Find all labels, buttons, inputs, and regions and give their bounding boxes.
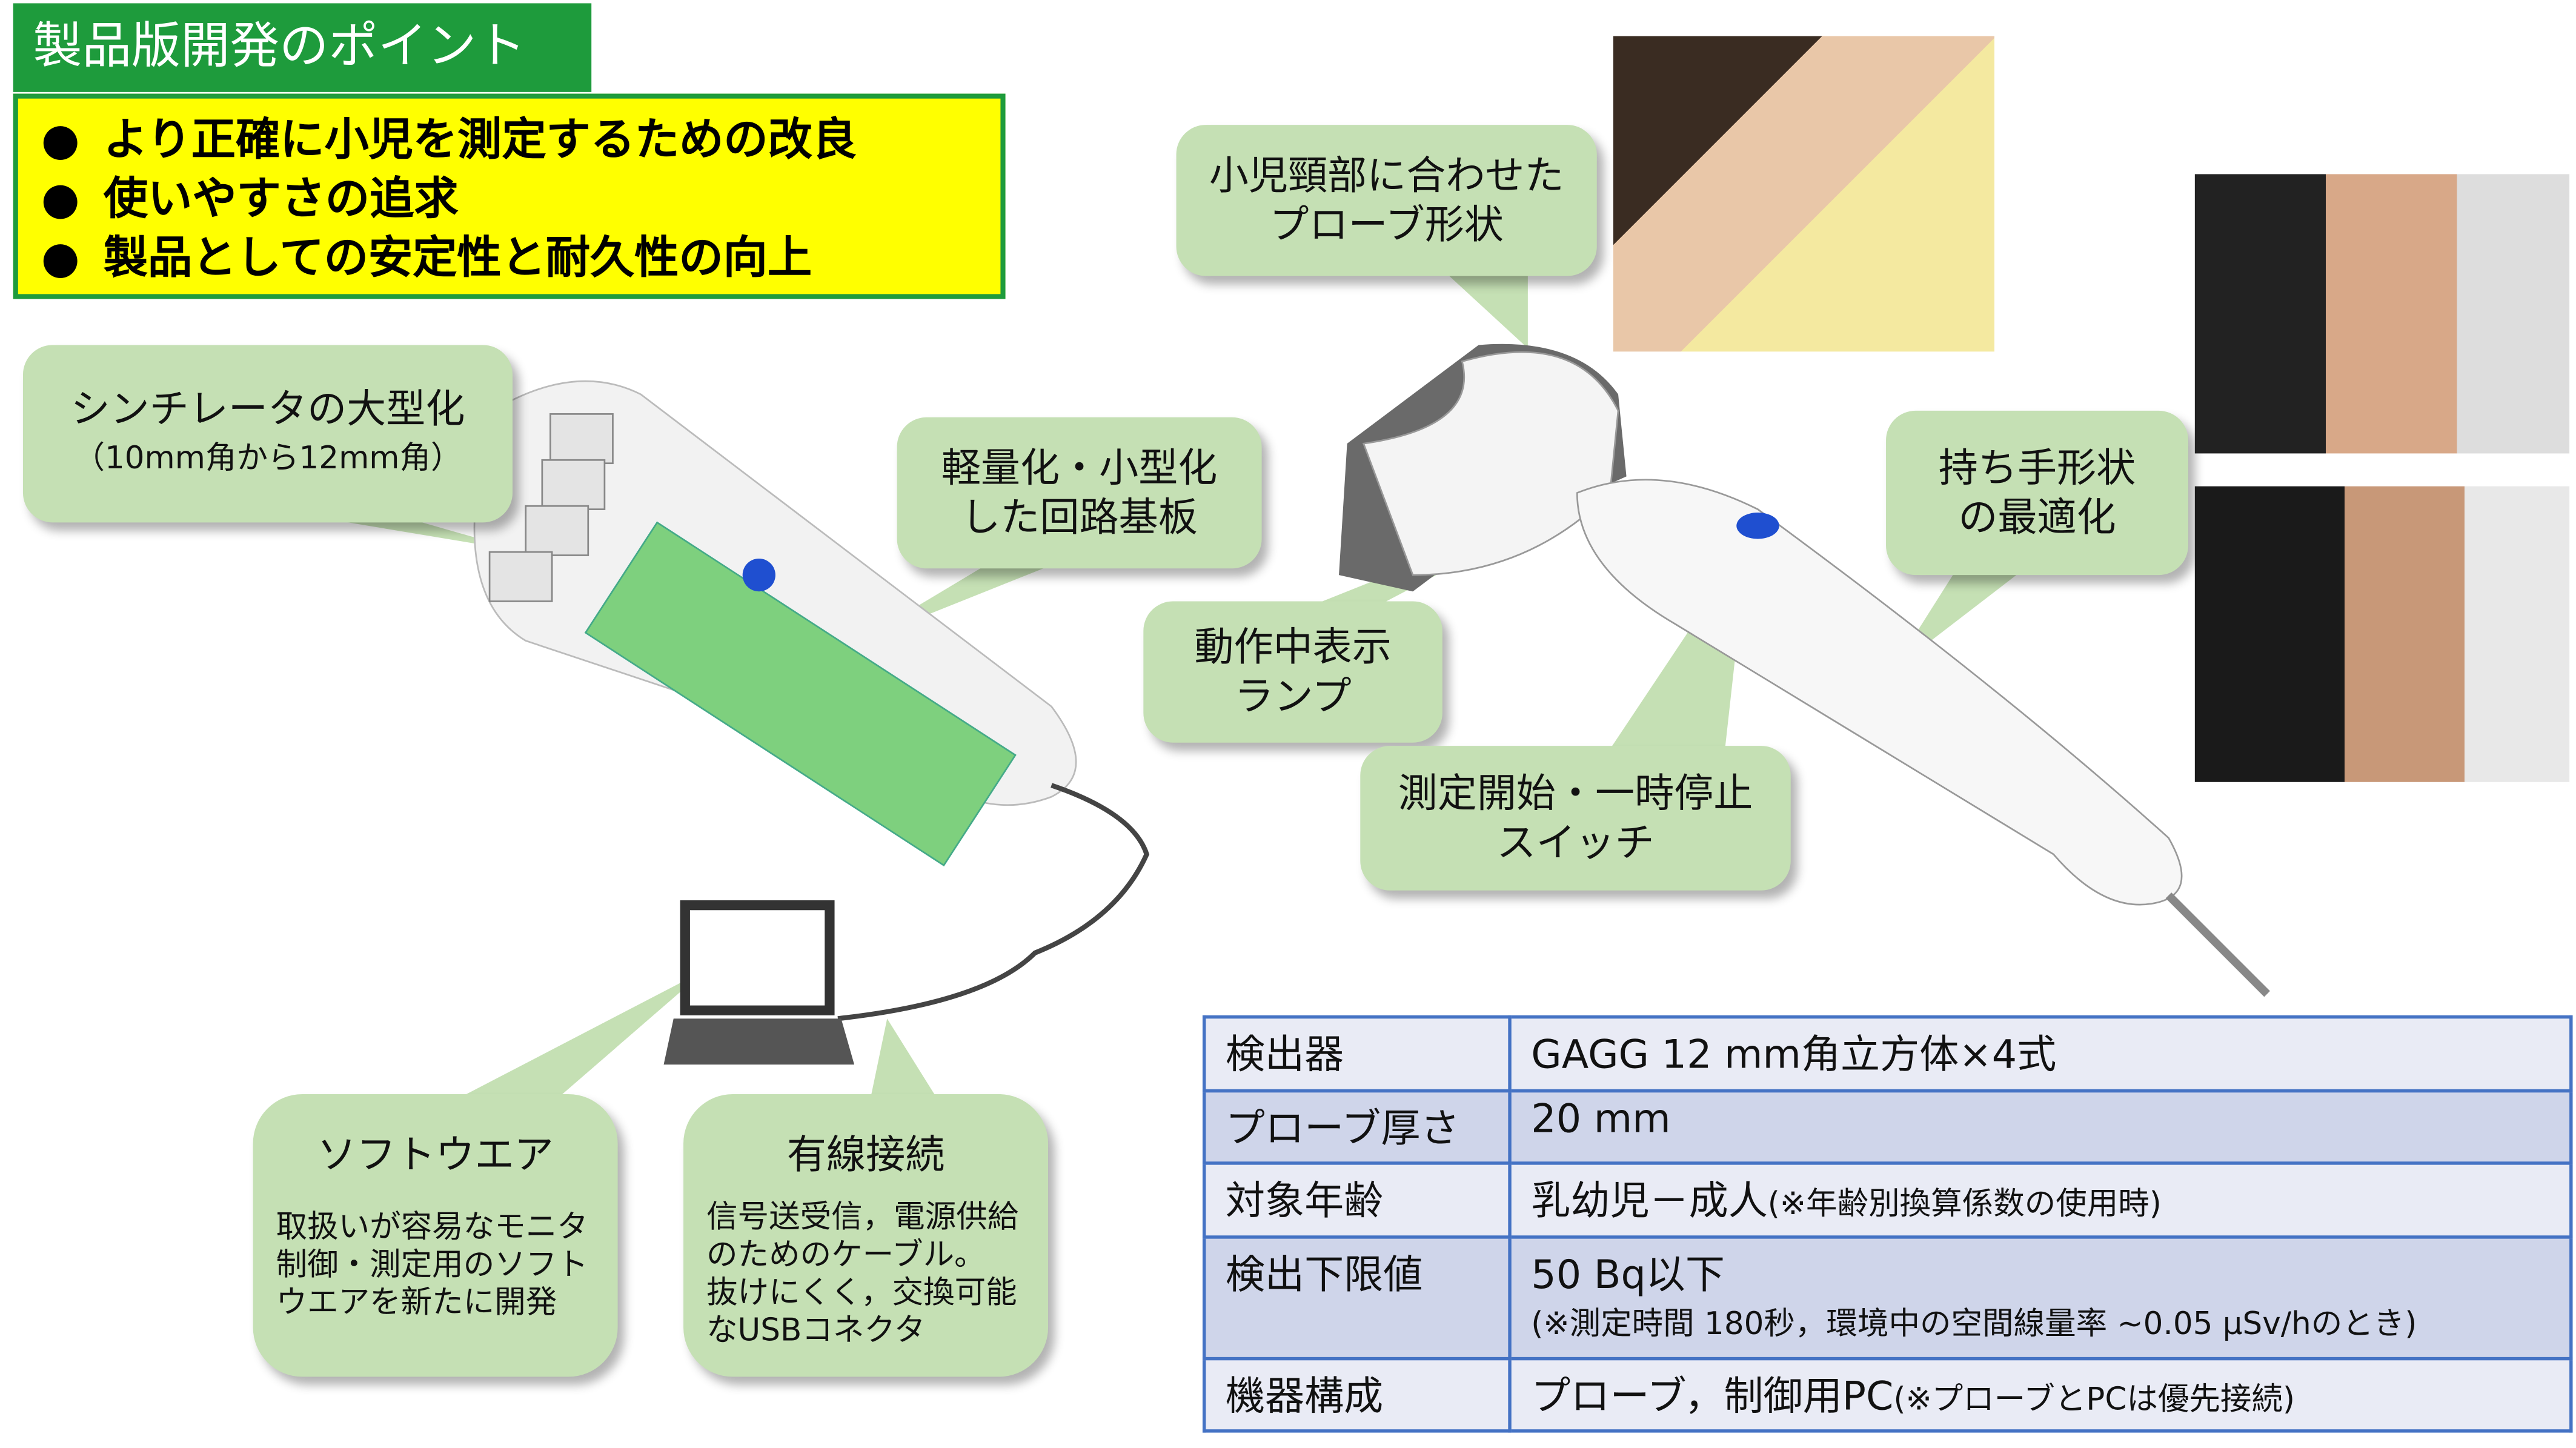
photo-infant-measurement (1613, 36, 1995, 352)
callout-scintillator: シンチレータの大型化 （10mm角から12mm角） (22, 345, 513, 523)
callout-probe-shape: 小児頸部に合わせた プローブ形状 (1176, 125, 1597, 276)
callout-line: ウエアを新たに開発 (276, 1284, 557, 1321)
point-text: 製品としての安定性と耐久性の向上 (103, 233, 812, 285)
spec-note: (※プローブとPCは優先接続) (1893, 1381, 2295, 1417)
bullet-icon: ● (41, 115, 80, 166)
bullet-icon: ● (41, 174, 80, 225)
callout-text: 持ち手形状 (1938, 445, 2136, 491)
table-row: プローブ厚さ 20 mm (1202, 1088, 2573, 1165)
callout-line: のためのケーブル。 (706, 1237, 986, 1274)
spec-value-text: 50 Bq以下 (1531, 1250, 1725, 1297)
probe-cutaway-drawing (473, 380, 1150, 1021)
photo-child-measurement-2 (2194, 486, 2570, 782)
key-points-box: ● より正確に小児を測定するための改良 ● 使いやすさの追求 ● 製品としての安定性と… (13, 93, 1006, 299)
spec-key: 機器構成 (1202, 1356, 1512, 1433)
callout-body: 取扱いが容易なモニタ 制御・測定用のソフト ウエアを新たに開発 (253, 1209, 618, 1323)
callout-line: なUSBコネクタ (706, 1312, 926, 1349)
callout-wired-connection: 有線接続 信号送受信，電源供給 のためのケーブル。 抜けにくく，交換可能 なUS… (683, 1094, 1049, 1377)
callout-line: 信号送受信，電源供給 (706, 1199, 1019, 1236)
callout-text: ランプ (1234, 673, 1352, 720)
point-item: ● 使いやすさの追求 (41, 171, 1001, 230)
spec-key: 検出器 (1202, 1015, 1512, 1092)
callout-software: ソフトウエア 取扱いが容易なモニタ 制御・測定用のソフト ウエアを新たに開発 (253, 1094, 618, 1377)
table-row: 検出下限値 50 Bq以下 (※測定時間 180秒，環境中の空間線量率 ~0.05 … (1202, 1234, 2573, 1360)
callout-text: した回路基板 (961, 494, 1198, 541)
spec-note: (※年齢別換算係数の使用時) (1767, 1186, 2162, 1223)
callout-text: 軽量化・小型化 (941, 445, 1218, 491)
point-item: ● 製品としての安定性と耐久性の向上 (41, 230, 1001, 290)
bullet-icon: ● (41, 233, 80, 285)
laptop-icon (663, 900, 855, 1065)
probe-drawing (1339, 344, 2270, 997)
point-text: より正確に小児を測定するための改良 (103, 115, 857, 166)
callout-line: 制御・測定用のソフト (276, 1247, 588, 1283)
callout-title: ソフトウエア (317, 1132, 554, 1178)
spec-value-text: 乳幼児－成人 (1531, 1178, 1768, 1224)
callout-text: 測定開始・一時停止 (1398, 770, 1753, 817)
callout-title: 有線接続 (786, 1132, 945, 1178)
spec-value: 20 mm (1508, 1088, 2573, 1165)
table-row: 機器構成プローブ，制御用PC(※プローブとPCは優先接続) (1202, 1356, 2573, 1433)
lamp-icon (1736, 513, 1779, 539)
callout-lamp: 動作中表示 ランプ (1143, 601, 1442, 743)
callout-text: スイッチ (1496, 820, 1655, 866)
callout-handle: 持ち手形状 の最適化 (1886, 410, 2188, 576)
spec-key: 検出下限値 (1202, 1234, 1512, 1360)
page-title: 製品版開発のポイント (13, 3, 592, 92)
spec-key: 対象年齢 (1202, 1161, 1512, 1238)
spec-value-text: プローブ，制御用PC (1531, 1372, 1894, 1419)
table-row: 検出器 GAGG 12 mm角立方体×4式 (1202, 1015, 2573, 1092)
callout-text: 動作中表示 (1194, 624, 1392, 671)
callout-text: 小児頸部に合わせた (1209, 153, 1564, 199)
table-row: 対象年齢乳幼児－成人(※年齢別換算係数の使用時) (1202, 1161, 2573, 1238)
point-item: ● より正確に小児を測定するための改良 (41, 111, 1001, 171)
point-text: 使いやすさの追求 (103, 174, 459, 225)
callout-line: 取扱いが容易なモニタ (276, 1209, 588, 1246)
callout-title: シンチレータの大型化 (70, 386, 465, 433)
callout-switch: 測定開始・一時停止 スイッチ (1360, 746, 1791, 891)
spec-key: プローブ厚さ (1202, 1088, 1512, 1165)
spec-value-text: GAGG 12 mm角立方体×4式 (1531, 1031, 2057, 1078)
callout-line: 抜けにくく，交換可能 (706, 1275, 1017, 1311)
photo-child-measurement-1 (2194, 174, 2570, 454)
callout-subtitle: （10mm角から12mm角） (73, 440, 462, 477)
spec-value-text: 20 mm (1531, 1095, 1671, 1141)
spec-value: GAGG 12 mm角立方体×4式 (1508, 1015, 2573, 1092)
spec-value: 50 Bq以下 (※測定時間 180秒，環境中の空間線量率 ~0.05 μSv/h… (1508, 1234, 2573, 1360)
callout-text: の最適化 (1958, 494, 2116, 541)
switch-button-icon (742, 558, 775, 592)
spec-value: プローブ，制御用PC(※プローブとPCは優先接続) (1508, 1356, 2573, 1433)
spec-value: 乳幼児－成人(※年齢別換算係数の使用時) (1508, 1161, 2573, 1238)
spec-table: 検出器 GAGG 12 mm角立方体×4式 プローブ厚さ 20 mm 対象年齢乳幼児… (1202, 1015, 2573, 1433)
spec-note: (※測定時間 180秒，環境中の空間線量率 ~0.05 μSv/hのとき) (1531, 1305, 2417, 1342)
callout-body: 信号送受信，電源供給 のためのケーブル。 抜けにくく，交換可能 なUSBコネクタ (683, 1200, 1048, 1350)
callout-text: プローブ形状 (1269, 202, 1504, 248)
callout-circuit-board: 軽量化・小型化 した回路基板 (897, 417, 1262, 569)
